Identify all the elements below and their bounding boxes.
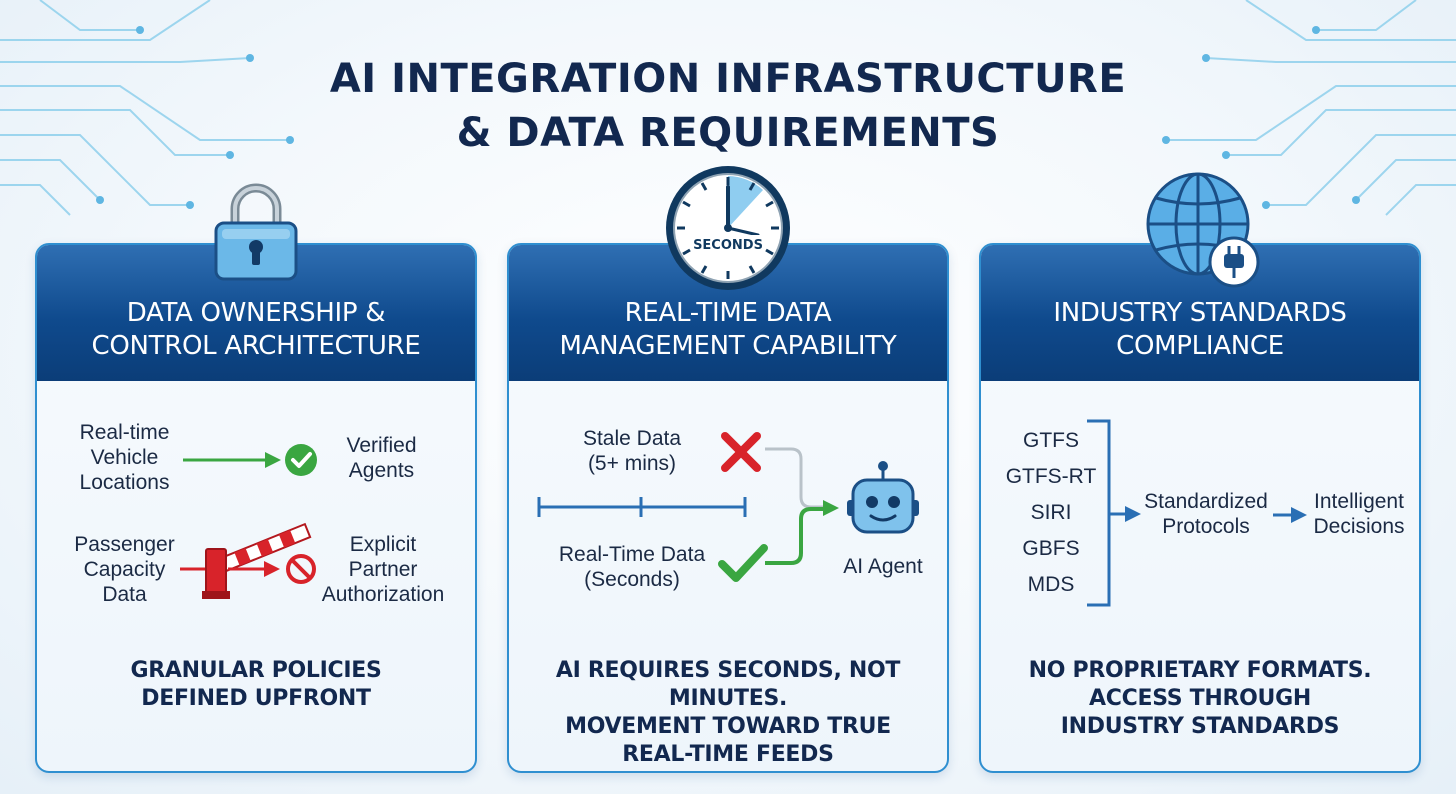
timeline-icon: [537, 497, 747, 517]
panel-title: INDUSTRY STANDARDS COMPLIANCE: [1053, 298, 1347, 361]
green-arrow-icon: [183, 452, 281, 468]
flow-connector-icon: [765, 447, 839, 565]
protocol-item: MDS: [1027, 573, 1075, 596]
checkmark-icon: [285, 444, 317, 476]
padlock-icon: [214, 183, 298, 281]
clock-icon: SECONDS: [666, 166, 790, 290]
ai-agent-label: AI Agent: [843, 555, 923, 578]
panel-real-time-data: REAL-TIME DATA MANAGEMENT CAPABILITY Sta…: [507, 243, 949, 773]
green-check-icon: [718, 544, 768, 582]
clock-seconds-label: SECONDS: [693, 238, 763, 253]
bracket-arrow-icon: [1087, 419, 1141, 607]
robot-icon: [847, 461, 919, 534]
protocol-item: GTFS: [1023, 429, 1079, 452]
page-title: AI INTEGRATION INFRASTRUCTURE & DATA REQ…: [0, 52, 1456, 160]
panel-industry-standards: INDUSTRY STANDARDS COMPLIANCE GTFS GTFS-…: [979, 243, 1421, 773]
blue-arrow-icon: [1273, 507, 1307, 523]
panel-title: REAL-TIME DATA MANAGEMENT CAPABILITY: [559, 298, 897, 361]
panel-title: DATA OWNERSHIP & CONTROL ARCHITECTURE: [91, 298, 421, 361]
protocol-item: GBFS: [1022, 537, 1080, 560]
red-x-icon: [721, 432, 761, 472]
protocol-item: GTFS-RT: [1005, 465, 1097, 488]
panel-data-ownership: DATA OWNERSHIP & CONTROL ARCHITECTURE Re…: [35, 243, 477, 773]
barrier-gate-icon: [180, 522, 312, 599]
title-line-2: & DATA REQUIREMENTS: [456, 110, 1000, 156]
stale-data-label: Stale Data(5+ mins): [582, 427, 682, 475]
circuit-decoration-left: [0, 0, 294, 216]
prohibited-icon: [286, 554, 316, 584]
protocol-item: SIRI: [1030, 501, 1072, 524]
real-time-data-label: Real-Time Data(Seconds): [558, 543, 706, 591]
globe-plug-icon: [1146, 172, 1260, 288]
circuit-decoration-right: [1162, 0, 1456, 216]
title-line-1: AI INTEGRATION INFRASTRUCTURE: [329, 56, 1127, 102]
panel-footer: AI REQUIRES SECONDS, NOT MINUTES.MOVEMEN…: [555, 658, 901, 767]
